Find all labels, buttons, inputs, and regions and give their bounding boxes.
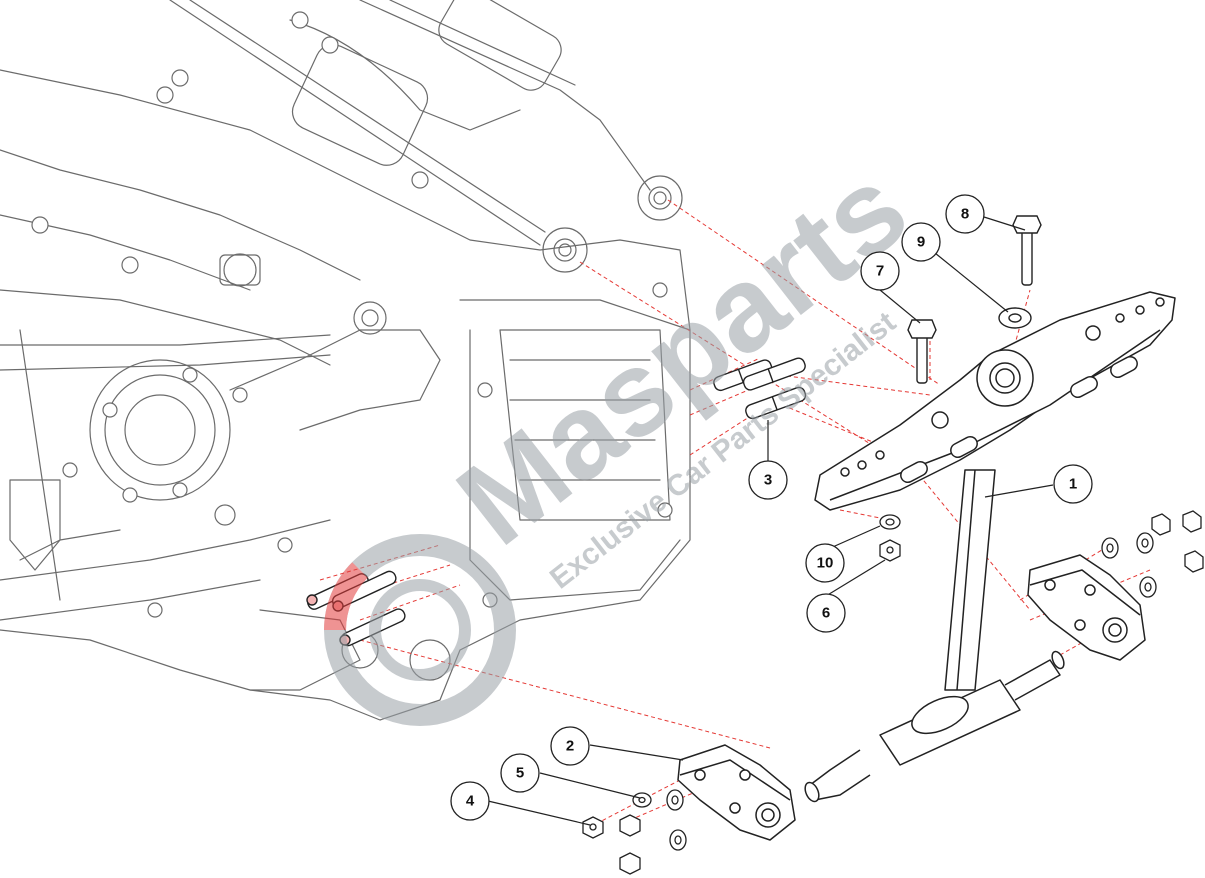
- callout-9-label: 9: [917, 234, 925, 251]
- callout-4-label: 4: [466, 793, 475, 810]
- callout-6-label: 6: [822, 605, 830, 622]
- part-7-bolt: [907, 319, 937, 384]
- part-1-support-bracket: [804, 291, 1176, 803]
- callout-6: 6: [806, 593, 846, 633]
- watermark-logo-icon: [324, 534, 516, 726]
- callout-2: 2: [550, 726, 590, 766]
- part-3-studs: [713, 357, 807, 420]
- callout-5-label: 5: [516, 765, 524, 782]
- callout-5: 5: [500, 753, 540, 793]
- callout-leaders: [487, 216, 1054, 826]
- part-9-washer: [998, 307, 1032, 329]
- part-6-nut: [879, 539, 901, 562]
- callout-4: 4: [450, 781, 490, 821]
- part-10-washer: [879, 514, 901, 530]
- part-5-washer: [632, 792, 652, 808]
- part-4-nut: [582, 816, 604, 839]
- gearbox-assembly-drawing: [0, 0, 691, 721]
- callout-7: 7: [860, 251, 900, 291]
- callout-3: 3: [748, 460, 788, 500]
- callout-7-label: 7: [876, 263, 884, 280]
- callout-8: 8: [945, 194, 985, 234]
- callout-10: 10: [805, 543, 845, 583]
- right-mounting-plate: [1027, 554, 1146, 661]
- masparts-watermark: Masparts Exclusive Car Parts Specialist: [324, 141, 931, 726]
- callout-1: 1: [1053, 464, 1093, 504]
- part-2-mounting-plate: [677, 744, 796, 841]
- callout-9: 9: [901, 222, 941, 262]
- callout-8-label: 8: [961, 206, 969, 223]
- part-8-bolt: [1012, 215, 1042, 286]
- callout-10-label: 10: [817, 555, 834, 572]
- callout-2-label: 2: [566, 738, 574, 755]
- callout-3-label: 3: [764, 472, 772, 489]
- callout-1-label: 1: [1069, 476, 1077, 493]
- left-washers-and-nuts: [619, 789, 687, 875]
- right-washers-and-nuts: [1101, 510, 1204, 598]
